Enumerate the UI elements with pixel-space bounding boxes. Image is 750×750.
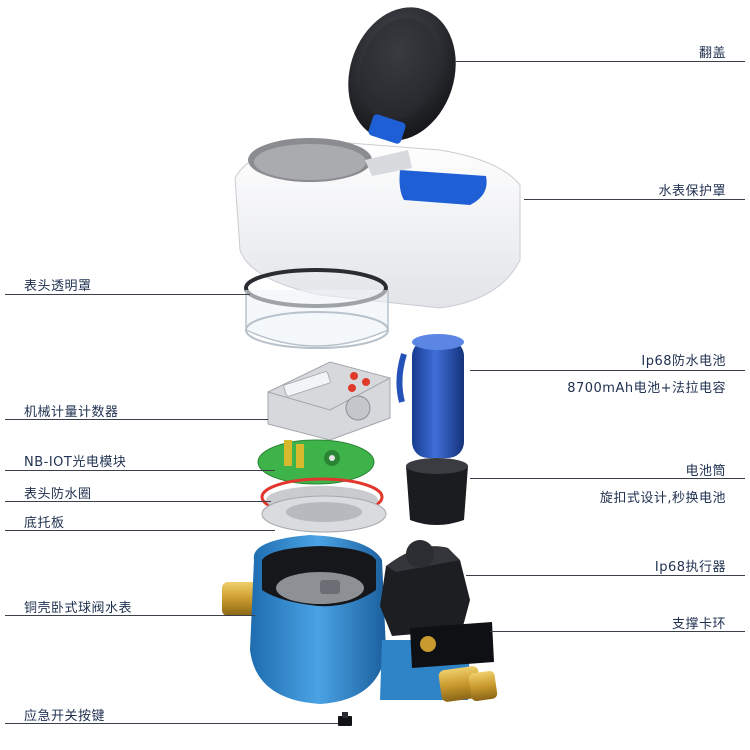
protective-cover-part (234, 138, 521, 309)
ip68-actuator-label: Ip68执行器 (654, 560, 726, 575)
battery-holder-leader-line (470, 478, 745, 479)
support-ring-label: 支撑卡环 (671, 617, 726, 632)
base-tray-label: 底托板 (24, 516, 65, 531)
ip68-actuator-part (380, 540, 470, 636)
nb-iot-module-label: NB-IOT光电模块 (24, 455, 127, 470)
transparent-cover-part (244, 268, 389, 349)
copper-meter-body-part (222, 535, 498, 704)
nb-iot-module-leader-line (5, 470, 275, 471)
transparent-cover-label: 表头透明罩 (24, 279, 92, 294)
support-ring-leader-line (490, 631, 745, 632)
protective-cover-leader-line (524, 199, 745, 200)
ip68-battery-part (396, 334, 464, 458)
mechanical-counter-label: 机械计量计数器 (24, 405, 119, 420)
emergency-button-part (338, 712, 352, 726)
flip-lid-leader-line (455, 61, 745, 62)
mechanical-counter-leader-line (5, 419, 268, 420)
flip-lid-label: 翻盖 (698, 46, 726, 61)
battery-holder-part (406, 458, 468, 525)
battery-holder-label: 电池筒 (685, 464, 726, 479)
nb-iot-module-part (257, 439, 375, 485)
battery-spec-label: 8700mAh电池+法拉电容 (567, 381, 726, 396)
twist-design-label: 旋扣式设计,秒换电池 (599, 491, 726, 506)
copper-meter-leader-line (5, 615, 255, 616)
ip68-actuator-leader-line (466, 575, 745, 576)
ip68-battery-leader-line (470, 370, 745, 371)
transparent-cover-leader-line (5, 294, 250, 295)
base-tray-leader-line (5, 530, 275, 531)
flip-lid-part (348, 7, 456, 144)
ip68-battery-label: Ip68防水电池 (641, 354, 726, 369)
emergency-button-leader-line (5, 723, 338, 724)
waterproof-ring-label: 表头防水圈 (24, 487, 92, 502)
protective-cover-label: 水表保护罩 (658, 184, 726, 199)
support-ring-part (410, 622, 494, 668)
mechanical-counter-part (267, 361, 391, 441)
copper-meter-label: 铜壳卧式球阀水表 (24, 601, 133, 616)
emergency-button-label: 应急开关按键 (24, 709, 106, 724)
base-tray-part (261, 495, 387, 533)
waterproof-ring-leader-line (5, 501, 271, 502)
